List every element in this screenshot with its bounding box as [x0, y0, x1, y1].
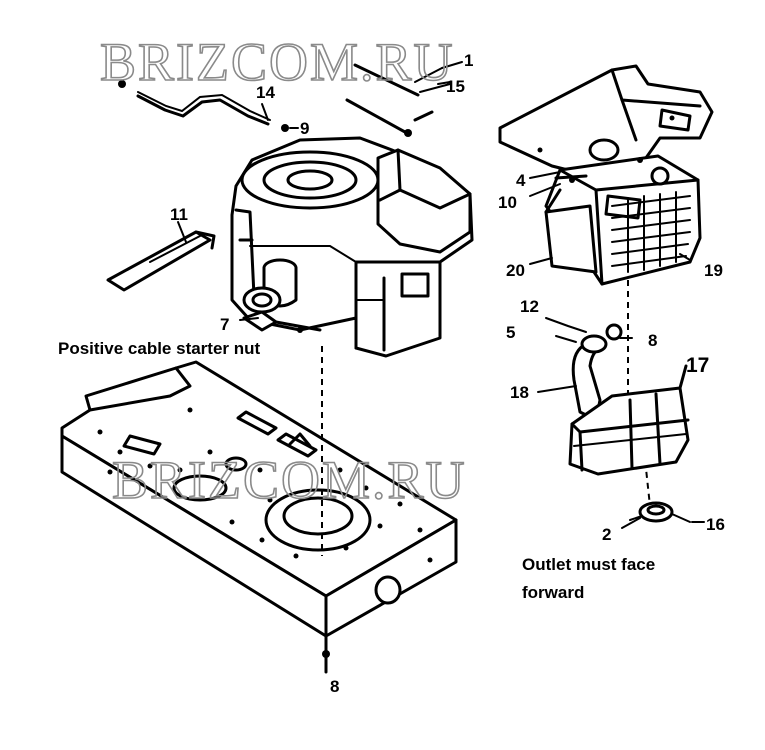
note-positive-cable: Positive cable starter nut — [58, 339, 261, 358]
callout-20: 20 — [506, 261, 525, 280]
frame-plate — [60, 360, 458, 674]
callout-7: 7 — [220, 315, 229, 334]
spark-plug-wrench — [106, 230, 216, 292]
throttle-rod — [136, 91, 289, 132]
part-callouts: 1 15 14 9 11 7 4 10 20 19 12 5 8 18 17 2… — [170, 51, 725, 696]
callout-17: 17 — [686, 354, 709, 377]
callout-9: 9 — [300, 119, 309, 138]
callout-10: 10 — [498, 193, 517, 212]
muffler-outlet — [629, 501, 691, 523]
muffler — [568, 364, 690, 476]
note-outlet-line2: forward — [522, 583, 584, 602]
callout-12: 12 — [520, 297, 539, 316]
muffler-centerline — [643, 449, 651, 507]
callout-5: 5 — [506, 323, 515, 342]
callout-16: 16 — [706, 515, 725, 534]
note-outlet-line1: Outlet must face — [522, 555, 655, 574]
top-bolts — [118, 63, 451, 137]
callout-1: 1 — [464, 51, 473, 70]
watermark-middle: BRIZCOM.RU — [112, 450, 467, 510]
leader-lines — [177, 61, 705, 529]
callout-4: 4 — [516, 171, 526, 190]
muffler-guard — [544, 154, 702, 286]
callout-19: 19 — [704, 261, 723, 280]
watermark-top: BRIZCOM.RU — [100, 32, 455, 92]
engine — [230, 136, 474, 358]
callout-8-lower: 8 — [330, 677, 339, 696]
muffler-bracket — [498, 64, 714, 180]
callout-8-upper: 8 — [648, 331, 657, 350]
callout-15: 15 — [446, 77, 465, 96]
callout-2: 2 — [602, 525, 611, 544]
callout-11: 11 — [170, 205, 188, 224]
callout-14: 14 — [256, 83, 275, 102]
callout-18: 18 — [510, 383, 529, 402]
